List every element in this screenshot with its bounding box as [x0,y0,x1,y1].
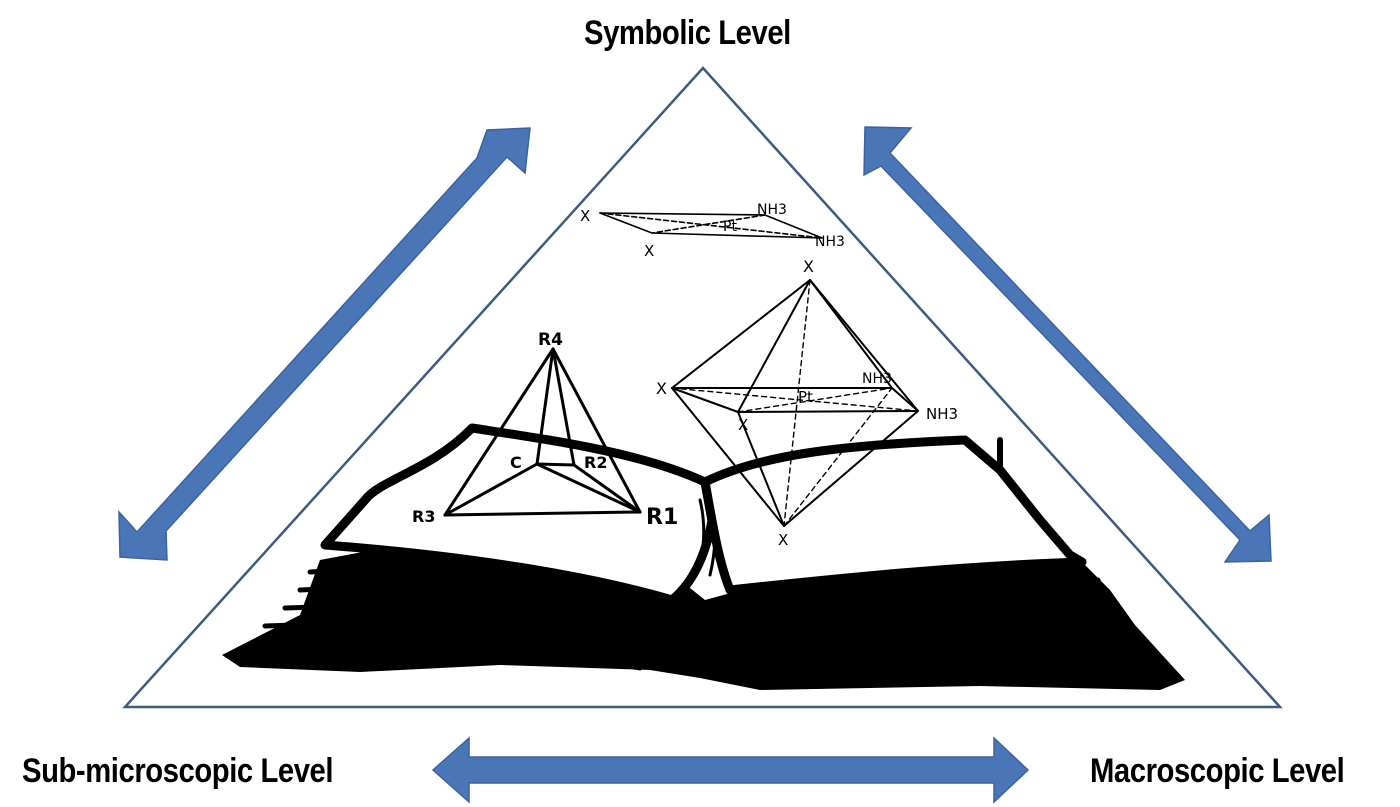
double-arrow-icon-left [118,127,531,561]
tetrahedron-molecule: R4 C R2 R3 R1 [412,330,678,530]
oct-label-nh3-2: NH3 [926,405,958,423]
tet-label-r3: R3 [412,507,435,526]
sp-label-x1: X [580,207,590,225]
levels-triangle [122,66,1283,709]
open-book-icon [222,423,1185,690]
tet-label-r1: R1 [646,505,678,530]
oct-label-x-front: X [738,416,748,434]
sp-label-x2: X [644,242,654,260]
oct-label-metal: Pt [798,388,813,406]
tet-label-center: C [510,453,522,472]
tet-label-r2: R2 [584,453,607,472]
sp-label-metal: Pt [723,219,737,235]
sp-label-nh3-2: NH3 [815,234,845,250]
oct-label-x-top: X [803,257,814,276]
symbolic-level-label: Symbolic Level [584,14,791,52]
oct-label-x-bottom: X [778,531,788,549]
tet-label-apex: R4 [538,330,563,350]
square-planar-molecule: X X Pt NH3 NH3 [580,202,845,260]
double-arrow-icon-bottom [431,736,1030,804]
octahedron-molecule: X X X X Pt NH3 NH3 [656,257,958,549]
sub-microscopic-level-label: Sub-microscopic Level [22,752,334,790]
double-arrow-icon-right [863,126,1272,563]
sp-label-nh3-1: NH3 [757,202,787,218]
oct-label-nh3-1: NH3 [862,371,892,387]
macroscopic-level-label: Macroscopic Level [1090,752,1345,790]
oct-label-x-left: X [656,379,667,398]
